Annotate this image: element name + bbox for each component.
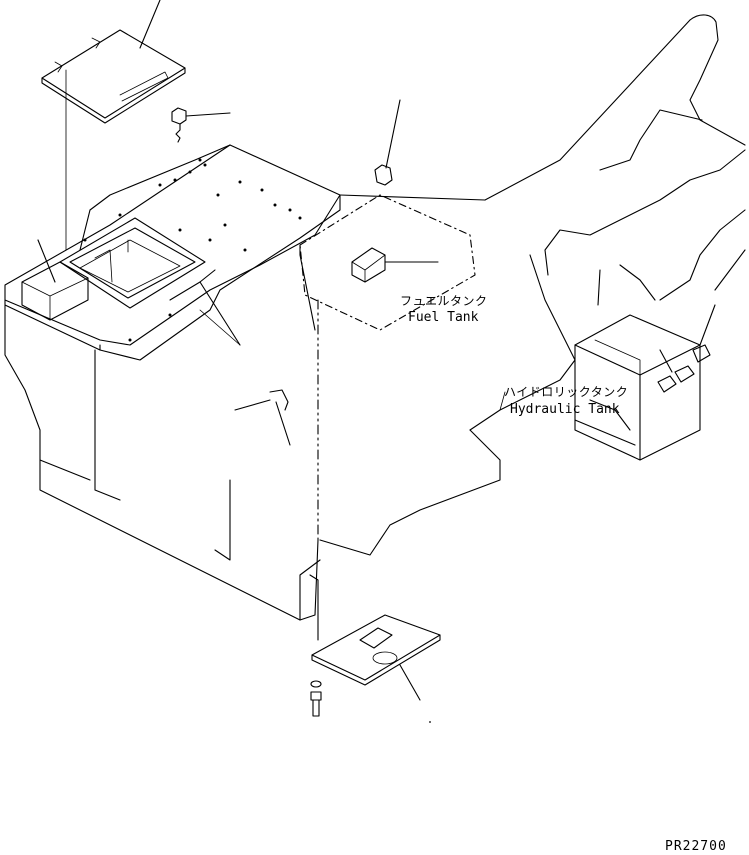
- drawing-code: PR22700: [665, 839, 727, 854]
- fuel-tank-label-ja: フュエルタンク: [400, 294, 488, 308]
- hydraulic-tank-label-en: Hydraulic Tank: [510, 402, 620, 417]
- fuel-tank-label-en: Fuel Tank: [408, 310, 479, 325]
- bottom-cover-plate: [311, 614, 441, 723]
- bolt-icon: [310, 680, 322, 717]
- fuel-tank: [299, 99, 476, 331]
- floor-frame: [4, 144, 486, 361]
- lock-key-icon: [171, 107, 231, 143]
- hydraulic-leader-line: [499, 391, 506, 411]
- hydraulic-tank: [574, 304, 716, 461]
- lower-body: [4, 244, 576, 641]
- hydraulic-tank-label-ja: ハイドロリックタンク: [504, 385, 628, 399]
- frame-bolt-holes: [83, 158, 302, 342]
- machine-outline: [484, 14, 746, 306]
- top-cover-plate: [41, 0, 186, 251]
- frame-leader-line: [199, 309, 241, 346]
